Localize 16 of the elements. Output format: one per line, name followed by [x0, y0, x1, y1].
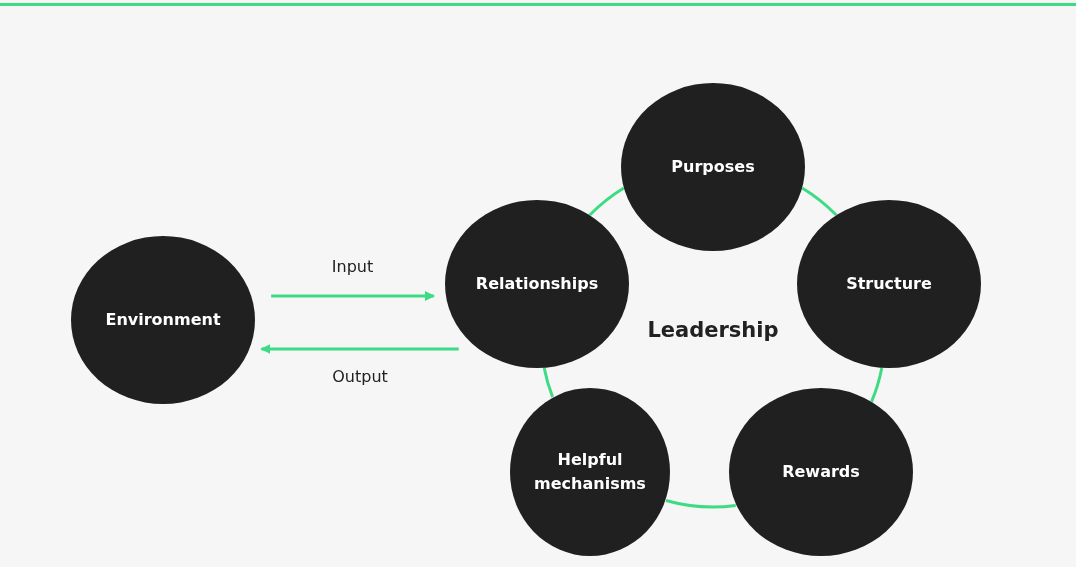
ring-connector [870, 367, 884, 403]
arrow [271, 291, 435, 301]
ring-connector [542, 367, 554, 398]
center-label: Leadership [647, 318, 779, 342]
node-label: Rewards [782, 461, 860, 483]
arrow [260, 344, 459, 354]
node-label: Purposes [671, 156, 755, 178]
node-label: Environment [105, 309, 221, 331]
node-label: Structure [846, 273, 932, 295]
ring-connector [588, 186, 625, 217]
edge-label: Output [332, 366, 388, 386]
edge-label: Input [331, 256, 374, 276]
ring-connector [665, 499, 736, 509]
node-label: Relationships [475, 273, 599, 295]
ring-connector [801, 186, 838, 217]
node-label: Helpful mechanisms [533, 449, 647, 495]
